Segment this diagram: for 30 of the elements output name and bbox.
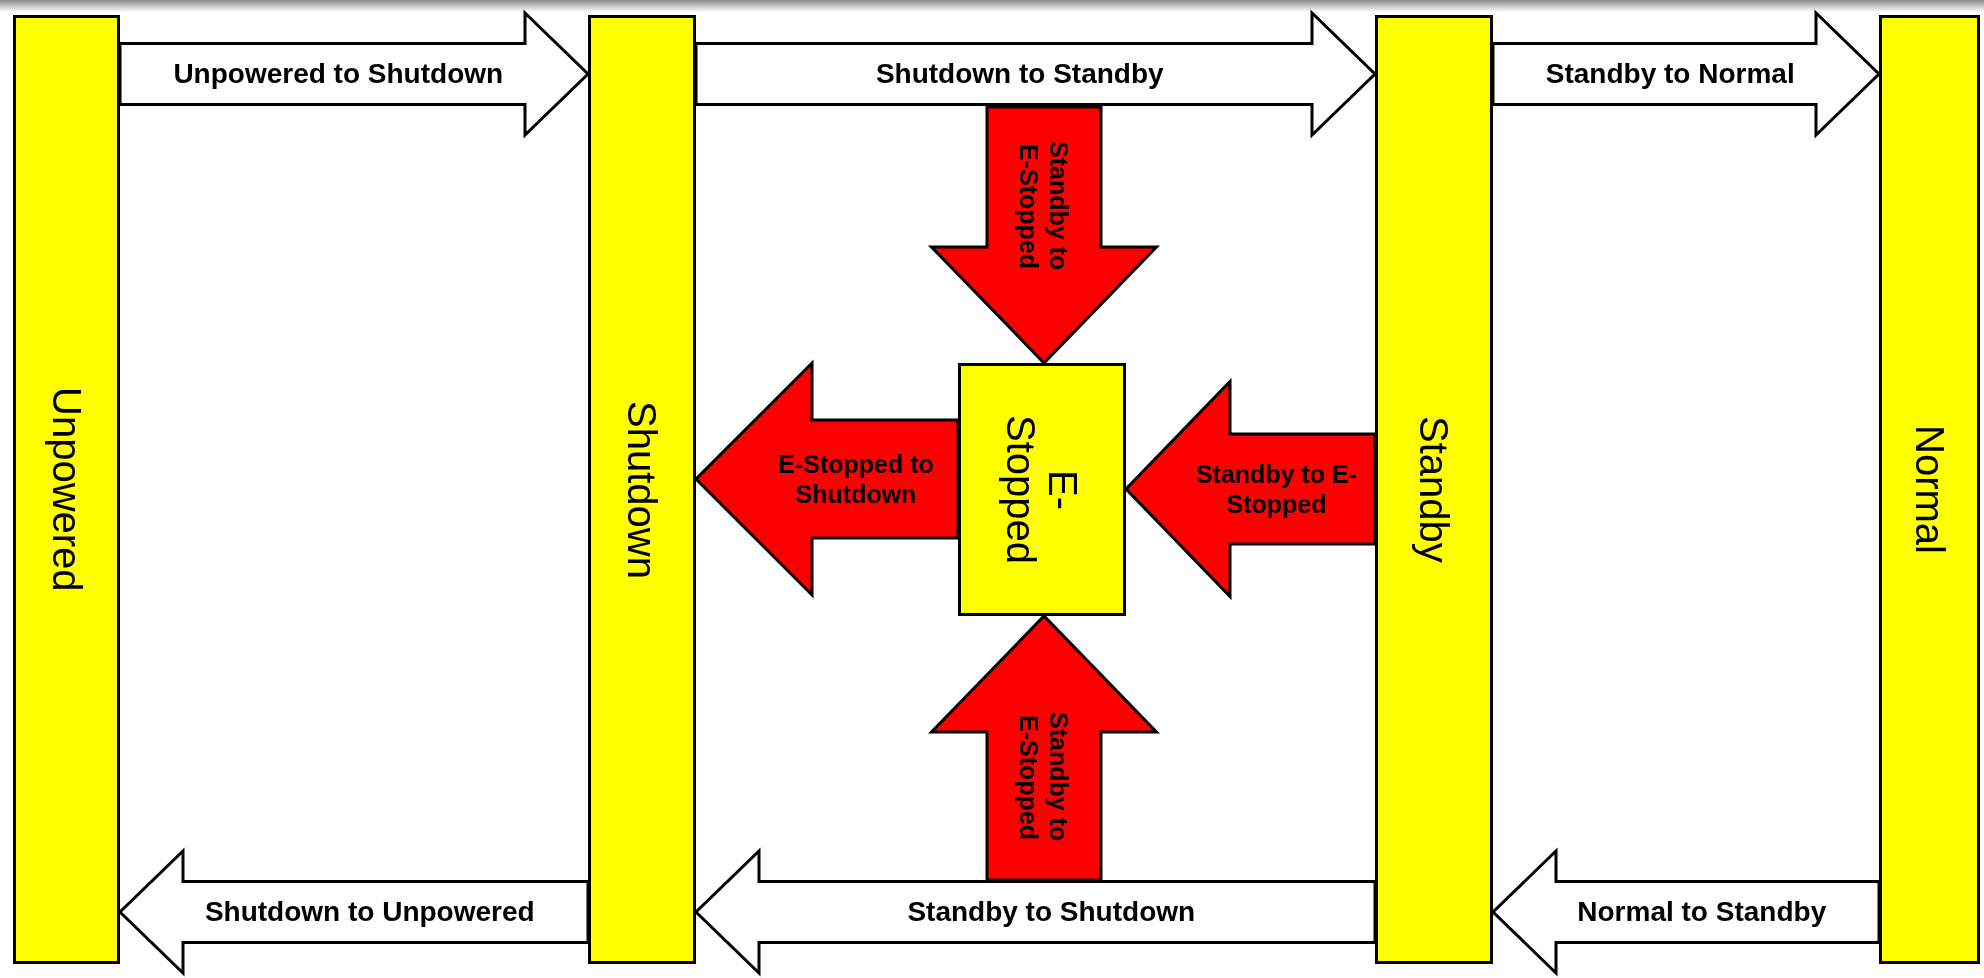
block-arrow <box>927 105 1161 366</box>
state-label: Standby <box>1413 416 1455 563</box>
state-label: Normal <box>1908 425 1951 554</box>
edge-label: Standby to E-Stopped <box>1194 459 1359 519</box>
block-arrow <box>1491 9 1882 139</box>
block-arrow <box>693 847 1377 977</box>
state-bar <box>588 15 696 964</box>
block-arrow <box>118 9 591 139</box>
edge-label: Standby to Shutdown <box>907 895 1196 929</box>
state-bar <box>13 15 120 964</box>
edge-label: Standby to E-Stopped <box>1014 711 1074 844</box>
edge-label: Shutdown to Unpowered <box>204 895 535 929</box>
state-box <box>958 363 1126 616</box>
state-bar <box>1375 15 1493 964</box>
edge-label: Normal to Standby <box>1577 895 1827 929</box>
state-bar <box>1879 15 1980 964</box>
edge-label: Standby to E-Stopped <box>1014 140 1074 273</box>
block-arrow <box>694 9 1378 139</box>
block-arrow <box>117 847 590 977</box>
edge-label: Unpowered to Shutdown <box>173 57 504 91</box>
state-label: Shutdown <box>621 400 663 579</box>
edge-label: E-Stopped to Shutdown <box>777 449 935 509</box>
edge-label: Shutdown to Standby <box>875 57 1164 91</box>
block-arrow <box>693 359 960 599</box>
state-label: E-Stopped <box>1000 414 1084 566</box>
edge-label: Standby to Normal <box>1545 57 1795 91</box>
state-label: Unpowered <box>45 387 88 592</box>
block-arrow <box>1123 377 1377 601</box>
block-arrow <box>1490 847 1881 977</box>
block-arrow <box>927 613 1161 882</box>
